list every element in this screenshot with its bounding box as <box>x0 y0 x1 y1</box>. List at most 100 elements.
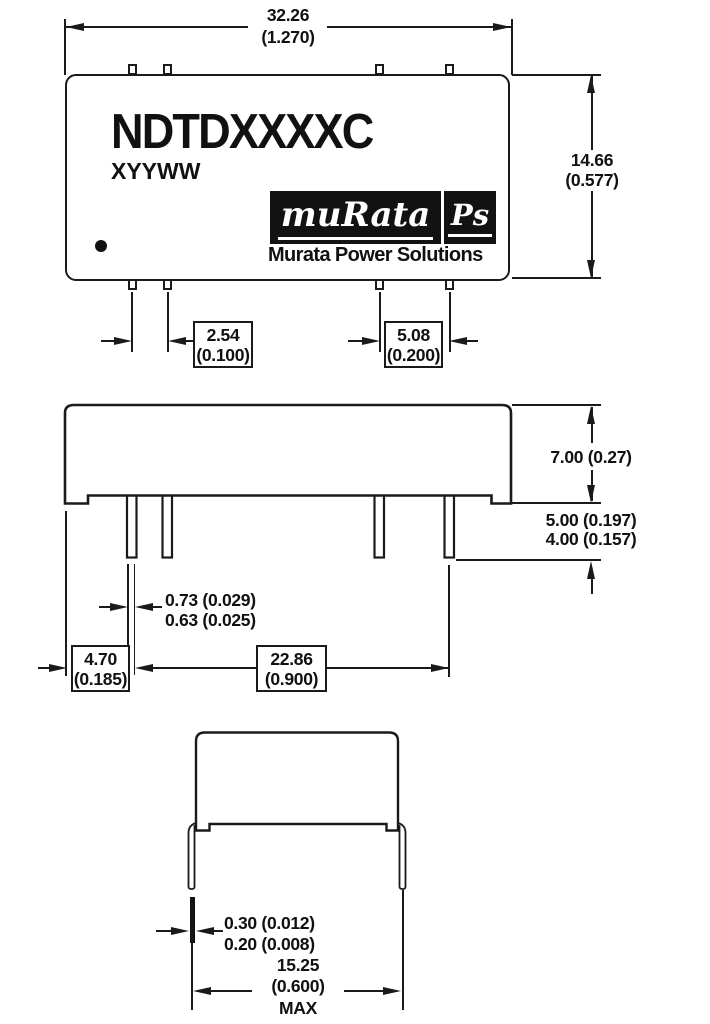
arrowhead-left <box>66 22 84 31</box>
dim-pin-width-min: 0.63 (0.025) <box>165 610 256 631</box>
dim-pitch-right-in: (0.200) <box>386 344 441 365</box>
arrowhead-left <box>167 336 186 345</box>
arrowhead-right <box>383 986 401 995</box>
pin-tab <box>375 279 384 290</box>
dim-line <box>152 667 257 669</box>
dim-edge-offset-box: 4.70 (0.185) <box>71 645 130 692</box>
extension-line <box>512 502 601 504</box>
side-view-body <box>63 403 513 505</box>
dim-pitch-left-in: (0.100) <box>196 344 250 365</box>
extension-line <box>448 292 451 352</box>
dim-line <box>99 606 112 608</box>
dim-height-in: (0.577) <box>558 170 626 191</box>
dim-line <box>467 340 478 342</box>
dim-line <box>152 606 162 608</box>
side-pin-3 <box>373 493 386 559</box>
arrowhead-down <box>587 260 595 278</box>
dim-lead-thickness-min: 0.20 (0.008) <box>224 934 315 955</box>
dim-edge-offset-in: (0.185) <box>73 668 128 689</box>
dim-lead-span-mm: 15.25 <box>252 955 344 976</box>
dim-pin-span-box: 22.86 (0.900) <box>256 645 327 692</box>
dim-lead-span-note: MAX <box>252 998 344 1019</box>
side-view-pins <box>125 493 456 559</box>
dim-line <box>156 930 172 932</box>
dim-line <box>348 340 362 342</box>
pin-tab <box>163 279 172 290</box>
extension-line <box>127 564 129 675</box>
dim-line <box>327 26 511 28</box>
dim-line <box>591 407 593 443</box>
dim-pitch-left-box: 2.54 (0.100) <box>193 321 253 368</box>
pin-tab <box>445 279 454 290</box>
extension-line <box>510 19 513 75</box>
arrowhead-left <box>449 336 467 345</box>
dim-pitch-right-box: 5.08 (0.200) <box>384 321 443 368</box>
end-lead-left <box>187 822 197 890</box>
dim-pin-span-mm: 22.86 <box>270 648 313 669</box>
arrowhead-right <box>48 663 67 672</box>
end-lead-right <box>397 822 407 890</box>
arrowhead-right <box>430 663 449 672</box>
date-code-marking: XYYWW <box>111 158 201 184</box>
pin1-indicator-dot <box>95 240 107 252</box>
dim-pin-length-min: 4.00 (0.157) <box>539 529 643 550</box>
dim-line <box>591 576 593 594</box>
dim-line <box>591 76 593 152</box>
murata-logo-text: muRata <box>277 195 434 240</box>
arrowhead-down <box>587 485 595 503</box>
side-pin-2 <box>161 493 174 559</box>
dim-line <box>591 190 593 278</box>
extension-line <box>378 292 381 352</box>
extension-line <box>64 19 66 75</box>
extension-line <box>166 292 169 352</box>
dim-pin-span-in: (0.900) <box>264 668 319 689</box>
top-view-body <box>65 74 510 281</box>
extension-line <box>133 564 136 675</box>
arrowhead-right <box>170 926 189 935</box>
extension-line <box>401 890 404 1010</box>
end-view-body <box>194 731 400 832</box>
dim-line <box>38 667 51 669</box>
dim-pin-width-max: 0.73 (0.029) <box>165 590 256 611</box>
side-pin-1 <box>125 493 138 559</box>
dim-line <box>101 340 115 342</box>
ps-logo-text: Ps <box>447 198 493 237</box>
extension-line <box>512 404 601 406</box>
extension-line <box>447 565 450 677</box>
arrowhead-right <box>114 336 132 345</box>
extension-line <box>131 292 133 352</box>
extension-line <box>512 74 601 76</box>
arrowhead-left <box>192 986 211 995</box>
arrowhead-left <box>195 926 214 935</box>
arrowhead-left <box>134 602 153 611</box>
arrowhead-right <box>361 336 380 345</box>
dim-width-mm: 32.26 <box>252 5 324 26</box>
dim-pitch-left-mm: 2.54 <box>206 324 240 345</box>
arrowhead-right <box>110 602 128 611</box>
dim-line <box>66 26 248 28</box>
dim-width-in: (1.270) <box>252 27 324 48</box>
ps-logo: Ps <box>444 191 496 244</box>
side-pin-4 <box>443 493 456 559</box>
dim-line <box>213 930 223 932</box>
extension-line <box>456 559 601 561</box>
extension-line <box>190 903 193 1010</box>
dim-pitch-right-mm: 5.08 <box>397 324 430 345</box>
arrowhead-up <box>587 75 595 93</box>
arrowhead-right <box>493 22 511 31</box>
arrowhead-left <box>135 663 153 672</box>
part-number: NDTDXXXXC <box>111 105 374 159</box>
dim-line <box>210 990 263 992</box>
extension-line <box>512 277 601 279</box>
arrowhead-up <box>587 560 595 579</box>
dim-height-mm: 14.66 <box>558 150 626 171</box>
dim-line <box>184 340 194 342</box>
dim-line <box>327 667 448 669</box>
dim-lead-span-in: (0.600) <box>252 976 344 997</box>
dim-edge-offset-mm: 4.70 <box>84 648 117 669</box>
dim-pin-length-max: 5.00 (0.197) <box>539 510 643 531</box>
murata-logo: muRata <box>270 191 441 244</box>
pin-tab <box>127 279 137 290</box>
